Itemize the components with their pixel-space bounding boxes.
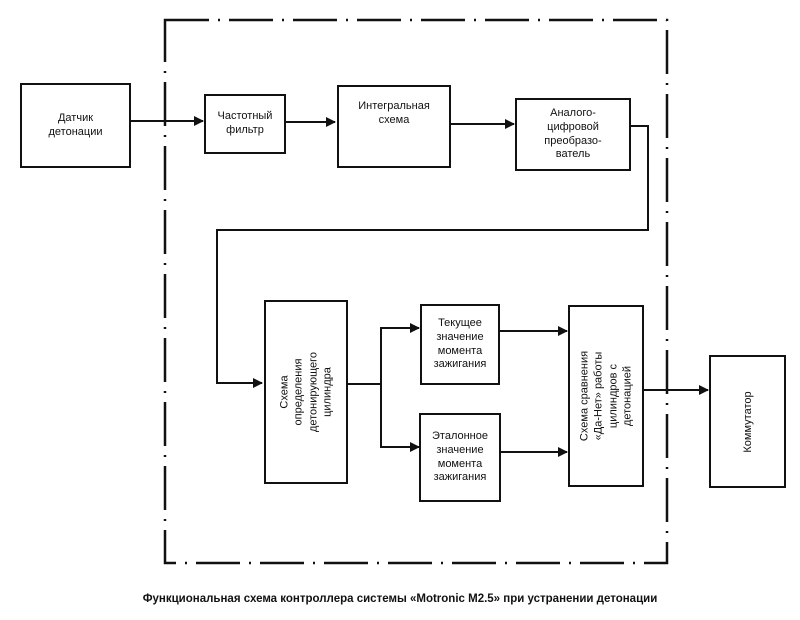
frequency-filter-block: Частотный фильтр: [204, 94, 286, 154]
wire-branch-to-current-timing: [380, 323, 420, 384]
reference-timing-label: Эталонное значение момента зажигания: [432, 430, 488, 484]
knock-sensor-block: Датчик детонации: [20, 83, 131, 168]
integral-circuit-block: Интегральная схема: [337, 85, 451, 168]
frequency-filter-label: Частотный фильтр: [217, 110, 273, 136]
commutator-block: Коммутатор: [709, 355, 786, 488]
controller-boundary: [163, 18, 669, 565]
comparator-label: Схема сравнения «Да-Нет» работы цилиндро…: [578, 350, 634, 442]
knock-sensor-label: Датчик детонации: [48, 111, 103, 138]
cylinder-detector-block: Схема определения детонирующего цилиндра: [264, 300, 348, 484]
reference-timing-block: Эталонное значение момента зажигания: [419, 413, 501, 502]
adc-label: Аналого- цифровой преобразо- ватель: [544, 107, 602, 161]
integral-circuit-label: Интегральная схема: [358, 99, 430, 126]
cylinder-detector-label: Схема определения детонирующего цилиндра: [278, 351, 334, 433]
commutator-label: Коммутатор: [741, 390, 754, 453]
current-timing-block: Текущее значение момента зажигания: [420, 304, 500, 385]
wire-branch-to-reference-timing: [380, 384, 420, 452]
adc-block: Аналого- цифровой преобразо- ватель: [515, 98, 631, 171]
wire-adc-to-cylinder-detector: [216, 125, 649, 388]
current-timing-label: Текущее значение момента зажигания: [433, 317, 487, 371]
figure-caption: Функциональная схема контроллера системы…: [142, 593, 658, 605]
comparator-block: Схема сравнения «Да-Нет» работы цилиндро…: [568, 305, 644, 487]
